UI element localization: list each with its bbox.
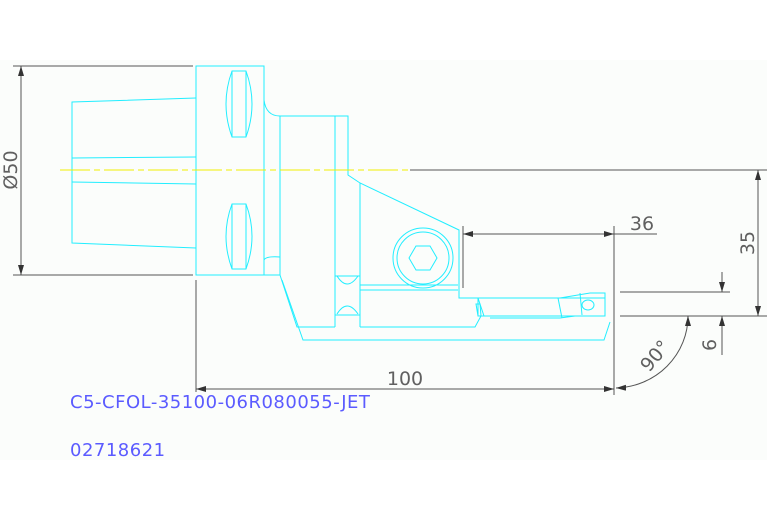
- dim-head-length: 36: [462, 213, 657, 288]
- hex-screw-icon: [408, 245, 438, 271]
- item-code: 02718621: [70, 440, 166, 461]
- dim-head-length-label: 36: [630, 213, 654, 235]
- dim-length-label: 100: [387, 368, 423, 390]
- tool-body: [196, 115, 611, 341]
- tool-shank: [71, 97, 197, 249]
- drawing-area: [0, 60, 767, 460]
- screw-outer: [392, 227, 454, 289]
- dim-height-label: 6: [699, 339, 721, 351]
- dim-length: 100: [195, 226, 615, 395]
- dim-offset-label: 35: [737, 231, 759, 255]
- dim-diameter-label: Ø50: [0, 150, 22, 189]
- dim-diameter: Ø50: [0, 65, 193, 276]
- part-number: C5-CFOL-35100-06R080055-JET: [70, 392, 371, 413]
- dim-height: 6: [620, 272, 730, 355]
- boring-bar: [460, 292, 606, 319]
